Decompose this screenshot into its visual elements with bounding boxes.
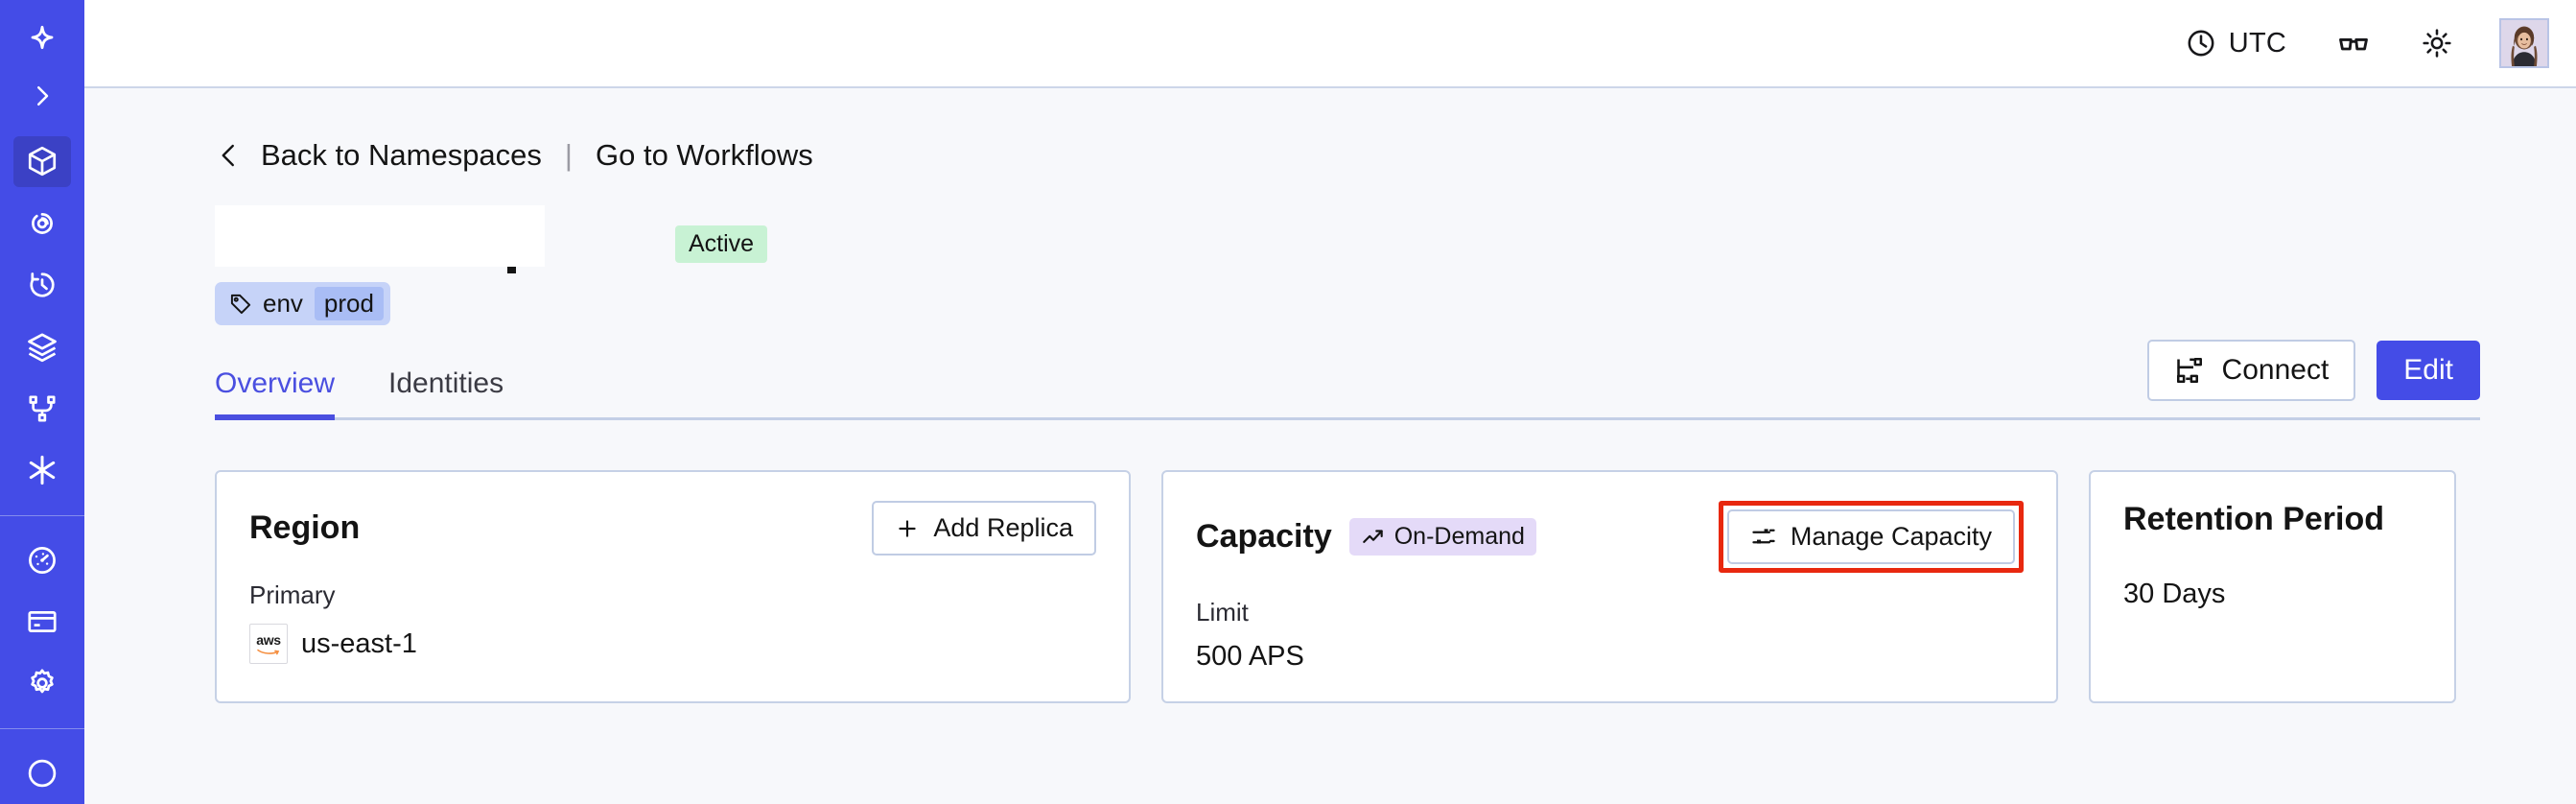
- aws-logo-icon: aws: [249, 624, 288, 664]
- add-replica-label: Add Replica: [933, 513, 1073, 542]
- region-value-row: aws us-east-1: [249, 624, 1096, 664]
- content-area: Back to Namespaces | Go to Workflows Act…: [84, 88, 2576, 804]
- tab-identities[interactable]: Identities: [388, 367, 504, 399]
- timezone-label: UTC: [2228, 27, 2286, 59]
- redaction-overlay: [215, 205, 545, 267]
- breadcrumb-separator: |: [564, 138, 573, 172]
- namespace-actions: Connect Edit: [2146, 340, 2480, 401]
- breadcrumb-workflows-link[interactable]: Go to Workflows: [595, 138, 813, 172]
- manage-capacity-button[interactable]: Manage Capacity: [1726, 509, 2015, 564]
- connect-flow-icon: [2174, 355, 2205, 386]
- sidebar-item-batch-operations[interactable]: [13, 321, 71, 371]
- plus-icon: [895, 516, 920, 541]
- sidebar-item-usage[interactable]: [13, 535, 71, 585]
- namespace-tags: env prod: [215, 282, 2480, 325]
- aws-wordmark: aws: [256, 631, 281, 648]
- manage-capacity-label: Manage Capacity: [1790, 522, 1992, 551]
- connect-button-label: Connect: [2221, 354, 2330, 386]
- capacity-card: Capacity On-Demand: [1161, 470, 2058, 703]
- on-demand-badge-label: On-Demand: [1393, 523, 1525, 550]
- glasses-icon: [2336, 26, 2371, 60]
- region-card-header: Region Add Replica: [249, 501, 1096, 556]
- breadcrumb: Back to Namespaces | Go to Workflows: [215, 138, 2480, 173]
- sidebar-item-nexus[interactable]: [13, 445, 71, 495]
- top-bar: UTC: [84, 0, 2576, 88]
- clock-icon: [2185, 27, 2217, 59]
- capacity-card-title: Capacity: [1196, 518, 1332, 555]
- chevron-left-icon[interactable]: [215, 138, 244, 173]
- tag-icon: [228, 292, 253, 317]
- capacity-card-header: Capacity On-Demand: [1196, 501, 2024, 573]
- tabs: Overview Identities: [215, 367, 2480, 420]
- overview-cards: Region Add Replica Primary: [215, 470, 2480, 703]
- sidebar-item-help[interactable]: [13, 748, 71, 798]
- tab-overview[interactable]: Overview: [215, 367, 356, 420]
- edit-button[interactable]: Edit: [2377, 341, 2480, 400]
- sun-icon: [2421, 27, 2453, 59]
- breadcrumb-back-link[interactable]: Back to Namespaces: [261, 138, 542, 172]
- trending-up-icon: [1361, 525, 1386, 550]
- sidebar-item-billing[interactable]: [13, 597, 71, 647]
- aws-swoosh-icon: [257, 649, 280, 654]
- manage-capacity-highlight: Manage Capacity: [1718, 501, 2024, 573]
- region-value: us-east-1: [301, 627, 417, 659]
- redaction-artifact-dot: [507, 267, 516, 273]
- region-primary-label: Primary: [249, 580, 336, 609]
- capacity-value: 500 APS: [1196, 641, 1304, 672]
- retention-card: Retention Period 30 Days: [2089, 470, 2456, 703]
- retention-card-title: Retention Period: [2123, 501, 2385, 537]
- sliders-icon: [1750, 524, 1777, 551]
- sidebar-divider-1: [0, 514, 84, 516]
- sidebar-item-settings[interactable]: [13, 658, 71, 708]
- region-card: Region Add Replica Primary: [215, 470, 1131, 703]
- timezone-selector[interactable]: UTC: [2160, 14, 2311, 72]
- sidebar-item-schedules[interactable]: [13, 260, 71, 310]
- sidebar: [0, 0, 84, 804]
- retention-value: 30 Days: [2123, 579, 2226, 609]
- on-demand-badge: On-Demand: [1348, 518, 1536, 556]
- connect-button[interactable]: Connect: [2146, 340, 2356, 401]
- sidebar-item-observability[interactable]: [13, 199, 71, 248]
- temporal-logo-icon[interactable]: [13, 12, 71, 65]
- sidebar-item-namespaces[interactable]: [13, 136, 71, 187]
- tag-key: env: [263, 289, 303, 318]
- sidebar-expand-button[interactable]: [13, 71, 71, 121]
- capacity-limit-label: Limit: [1196, 598, 1249, 627]
- add-replica-button[interactable]: Add Replica: [872, 501, 1096, 556]
- namespace-title-row: Active: [215, 205, 2480, 273]
- theme-toggle[interactable]: [2396, 14, 2478, 72]
- tag-env[interactable]: env prod: [215, 282, 390, 325]
- region-card-title-group: Region: [249, 509, 360, 547]
- sidebar-item-workflows[interactable]: [13, 384, 71, 434]
- readability-toggle[interactable]: [2311, 14, 2396, 72]
- avatar-image: [2501, 20, 2547, 66]
- retention-card-header: Retention Period: [2123, 501, 2422, 538]
- status-badge: Active: [675, 225, 768, 263]
- region-card-title: Region: [249, 509, 361, 546]
- tag-value: prod: [314, 287, 384, 320]
- avatar[interactable]: [2499, 18, 2549, 68]
- capacity-card-title-group: Capacity On-Demand: [1196, 518, 1536, 556]
- main-area: UTC: [84, 0, 2576, 804]
- namespace-title-wrap: [215, 205, 829, 273]
- sidebar-divider-2: [0, 727, 84, 729]
